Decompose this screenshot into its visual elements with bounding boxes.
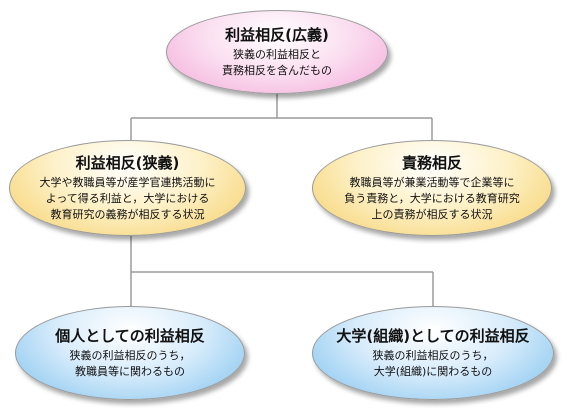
node-institutional-conflict: 大学(組織)としての利益相反 狭義の利益相反のうち， 大学(組織)に関わるもの <box>312 306 554 400</box>
node-description: 狭義の利益相反のうち， 教職員等に関わるもの <box>69 348 191 378</box>
node-title: 利益相反(狭義) <box>75 153 180 172</box>
node-conflict-of-commitment: 責務相反 教職員等が兼業活動等で企業等に 負う責務と，大学における教育研究 上の… <box>312 140 552 236</box>
node-conflict-of-interest-broad: 利益相反(広義) 狭義の利益相反と 責務相反を含んだもの <box>166 10 388 94</box>
node-description: 大学や教職員等が産学官連携活動に よって得る利益と，大学における 教育研究の義務… <box>39 175 216 221</box>
node-description: 教職員等が兼業活動等で企業等に 負う責務と，大学における教育研究 上の責務が相反… <box>344 175 520 221</box>
node-title: 個人としての利益相反 <box>55 326 205 345</box>
node-title: 利益相反(広義) <box>225 25 329 44</box>
node-description: 狭義の利益相反と 責務相反を含んだもの <box>222 47 332 77</box>
node-description: 狭義の利益相反のうち， 大学(組織)に関わるもの <box>372 348 494 378</box>
node-title: 責務相反 <box>401 153 462 172</box>
node-individual-conflict: 個人としての利益相反 狭義の利益相反のうち， 教職員等に関わるもの <box>15 306 245 400</box>
node-conflict-of-interest-narrow: 利益相反(狭義) 大学や教職員等が産学官連携活動に よって得る利益と，大学におけ… <box>9 140 246 236</box>
node-title: 大学(組織)としての利益相反 <box>336 326 530 345</box>
